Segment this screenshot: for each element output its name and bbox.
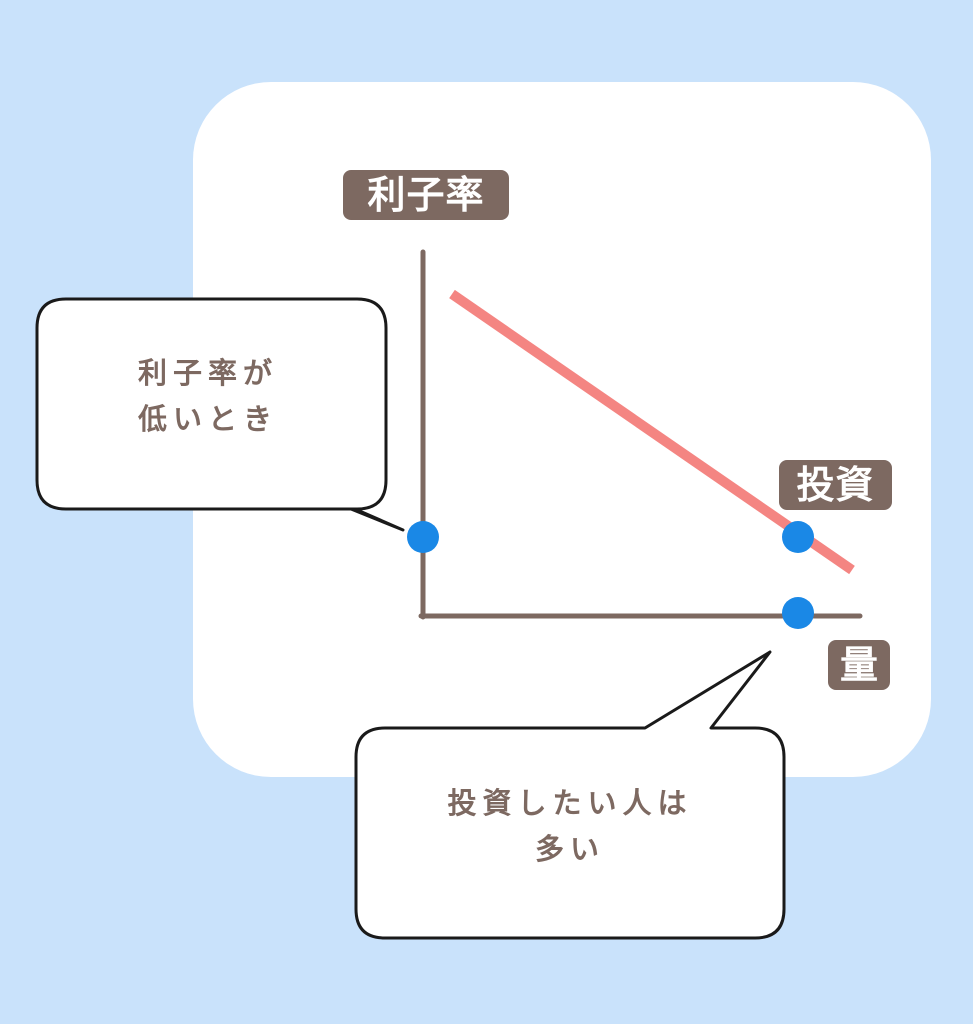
quantity-axis-dot xyxy=(782,597,814,629)
line-label: 投資 xyxy=(779,460,892,510)
callout-bubble-rate-low xyxy=(35,297,405,532)
callout-bubble-investors-many xyxy=(354,650,786,940)
callout-text-rate-low: 利子率が 低いとき xyxy=(48,350,368,443)
callout-line: 投資したい人は xyxy=(447,786,693,820)
callout-line: 低いとき xyxy=(137,402,278,437)
x-axis-label: 量 xyxy=(828,640,890,690)
callout-line: 利子率が xyxy=(137,356,278,390)
line-point-dot xyxy=(782,521,814,553)
callout-line: 多い xyxy=(534,832,605,867)
y-axis-label: 利子率 xyxy=(343,170,509,220)
investment-line xyxy=(449,289,855,575)
callout-text-investors-many: 投資したい人は 多い xyxy=(368,780,772,873)
rate-axis-dot xyxy=(407,521,439,553)
